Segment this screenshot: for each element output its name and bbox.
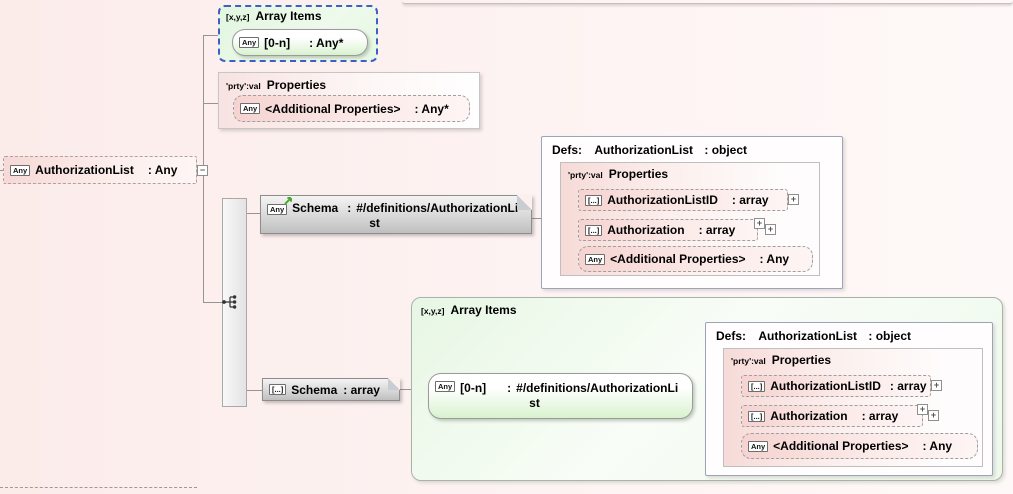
expand-button[interactable]: + (917, 404, 928, 415)
item-name: [0-n] (460, 381, 487, 395)
expand-button[interactable]: + (788, 194, 799, 205)
array-badge: [...] (585, 194, 603, 206)
any-badge: Any (10, 164, 31, 176)
property-row-authorization[interactable]: [...] Authorization : array (741, 405, 923, 427)
defs-type: : object (704, 143, 748, 157)
collapse-button[interactable]: − (197, 165, 208, 176)
any-badge: Any (435, 381, 456, 392)
defs-name: AuthorizationList (758, 329, 858, 343)
root-node-authorizationlist[interactable]: Any AuthorizationList : Any (3, 156, 197, 184)
ref-value: #/definitions/AuthorizationLi st (356, 201, 519, 230)
additional-properties-row[interactable]: Any <Additional Properties> : Any (578, 246, 813, 272)
row-type: : array (889, 379, 927, 393)
item-name: [0-n] (264, 35, 291, 50)
schema-array-node[interactable]: [...] Schema : array (262, 378, 400, 401)
property-row-authorization[interactable]: [...] Authorization : array (578, 219, 758, 241)
properties-title: Properties (266, 78, 327, 92)
cutoff-box-edge-top (402, 0, 1013, 4)
array-items-badge: [x,y,z] (421, 306, 445, 316)
connector-line (0, 170, 3, 171)
any-badge: Any (240, 103, 261, 114)
array-item-pill[interactable]: Any [0-n] : Any* (232, 29, 368, 56)
row-type: : Any (759, 252, 790, 266)
node-type: : Any (147, 163, 178, 177)
node-name: Schema (291, 382, 338, 397)
row-name: <Additional Properties> (265, 101, 401, 116)
item-type: : Any* (309, 35, 344, 50)
connector-line (247, 390, 262, 391)
expand-button[interactable]: + (928, 410, 939, 421)
ref-value: #/definitions/AuthorizationLi st (516, 381, 679, 410)
node-name: AuthorizationList (35, 163, 134, 177)
any-badge: Any (748, 440, 769, 452)
connector-line (203, 35, 218, 36)
row-type: : array (861, 409, 899, 423)
array-items-title: Array Items (450, 303, 517, 317)
connector-line (400, 389, 411, 390)
any-badge-with-ref: Any (267, 197, 293, 215)
row-type: : array (731, 193, 769, 207)
dogear-fold-icon (517, 195, 532, 210)
array-badge: [...] (585, 224, 603, 236)
array-badge: [...] (269, 384, 287, 395)
expand-button[interactable]: + (754, 218, 765, 229)
node-name: Schema (292, 201, 339, 215)
expand-button[interactable]: + (931, 380, 942, 391)
defs-label: Defs: (552, 143, 583, 157)
connector-line (247, 213, 260, 214)
array-item-ref-pill[interactable]: Any [0-n] : #/definitions/AuthorizationL… (428, 373, 693, 419)
array-badge: [...] (748, 380, 766, 392)
colon: : (507, 381, 512, 395)
array-items-badge: [x,y,z] (226, 12, 250, 22)
row-type: : array (698, 223, 736, 237)
dogear-fold-icon (388, 378, 400, 390)
row-type: : Any (922, 439, 953, 453)
additional-properties-row[interactable]: Any <Additional Properties> : Any (741, 433, 978, 459)
node-type: : array (343, 382, 380, 397)
array-items-title: Array Items (255, 9, 322, 23)
additional-properties-row[interactable]: Any <Additional Properties> : Any* (233, 95, 470, 122)
row-name: <Additional Properties> (610, 252, 746, 266)
ref-arrow-icon (284, 197, 293, 205)
array-badge: [...] (748, 410, 766, 422)
property-row-authorizationlistid[interactable]: [...] AuthorizationListID : array (578, 189, 788, 211)
row-name: Authorization (607, 223, 685, 237)
expand-button[interactable]: + (765, 224, 776, 235)
defs-label: Defs: (716, 329, 747, 343)
defs-name: AuthorizationList (594, 143, 694, 157)
row-name: AuthorizationListID (607, 193, 718, 207)
connector-line (532, 218, 541, 219)
row-name: Authorization (770, 409, 848, 423)
row-name: <Additional Properties> (773, 439, 909, 453)
row-name: AuthorizationListID (770, 379, 881, 393)
any-badge: Any (239, 37, 260, 48)
choice-icon (222, 295, 237, 309)
prty-val-badge: 'prty':val (226, 81, 261, 91)
defs-type: : object (868, 329, 912, 343)
property-row-authorizationlistid[interactable]: [...] AuthorizationListID : array (741, 375, 931, 397)
properties-title: Properties (608, 167, 669, 181)
cutoff-box-edge-bottom (0, 487, 197, 493)
colon: : (347, 201, 352, 215)
row-type: : Any* (414, 101, 449, 116)
prty-val-badge: 'prty':val (731, 356, 766, 366)
connector-line (203, 302, 222, 303)
properties-title: Properties (771, 353, 832, 367)
schema-ref-node[interactable]: Any Schema : #/definitions/Authorization… (260, 195, 532, 234)
prty-val-badge: 'prty':val (568, 170, 603, 180)
any-badge: Any (585, 253, 606, 265)
